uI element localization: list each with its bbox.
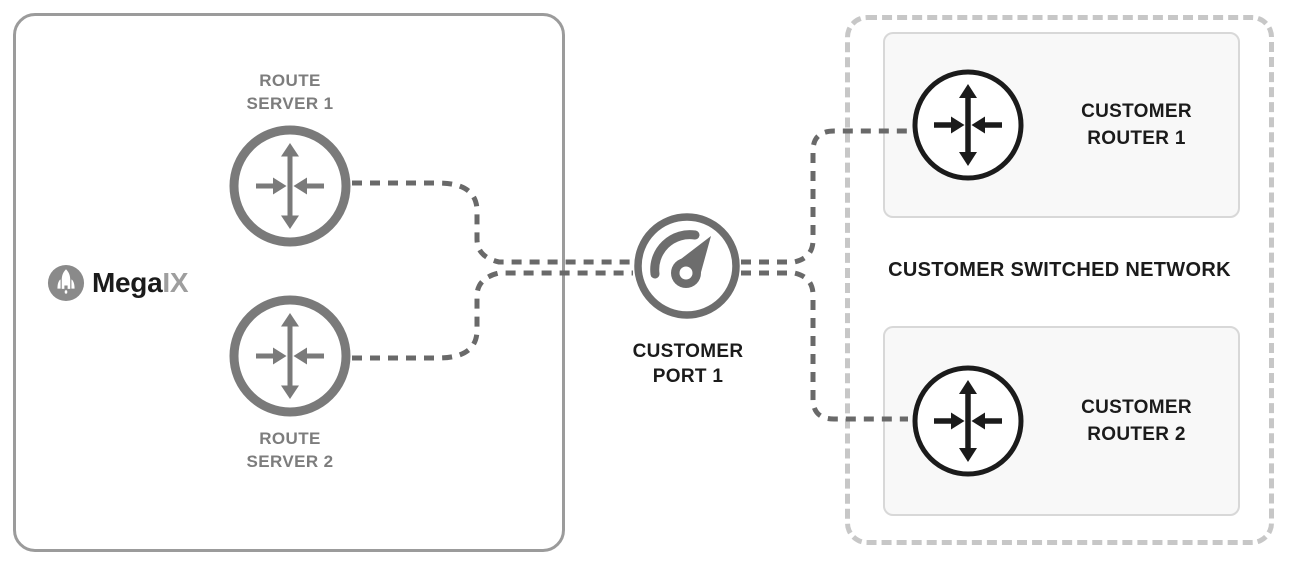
customer-router-1-card: CUSTOMER ROUTER 1: [883, 32, 1240, 218]
customer-router-1-icon: [912, 69, 1024, 181]
customer-router-1-label-line1: CUSTOMER: [1081, 101, 1192, 122]
customer-router-1-label: CUSTOMER ROUTER 1: [1055, 98, 1218, 152]
customer-router-2-label-line1: CUSTOMER: [1081, 397, 1192, 418]
customer-port-label-line2: PORT 1: [652, 366, 724, 387]
route-server-1-label-line1: ROUTE: [259, 71, 321, 90]
customer-port-label: CUSTOMER PORT 1: [588, 339, 788, 389]
megaix-wordmark: MegaIX: [92, 267, 189, 299]
route-server-2-label-line1: ROUTE: [259, 429, 321, 448]
customer-port-label-line1: CUSTOMER: [632, 341, 744, 362]
customer-router-1-label-line2: ROUTER 1: [1087, 128, 1186, 149]
customer-router-2-card: CUSTOMER ROUTER 2: [883, 326, 1240, 516]
route-server-2-icon: [229, 295, 351, 417]
customer-switched-network-title: CUSTOMER SWITCHED NETWORK: [888, 259, 1231, 281]
megaix-wordmark-mega: Mega: [92, 267, 163, 298]
route-server-1-icon: [229, 125, 351, 247]
route-server-1-label: ROUTE SERVER 1: [180, 69, 400, 115]
megaix-wordmark-ix: IX: [162, 267, 189, 298]
customer-router-2-label: CUSTOMER ROUTER 2: [1055, 394, 1218, 448]
route-server-2-label: ROUTE SERVER 2: [180, 427, 400, 473]
customer-port-icon: [634, 213, 740, 319]
megaix-logo: MegaIX: [47, 264, 189, 302]
customer-router-2-icon: [912, 365, 1024, 477]
customer-router-2-label-line2: ROUTER 2: [1087, 424, 1186, 445]
megaix-rocket-icon: [47, 264, 85, 302]
route-server-2-label-line2: SERVER 2: [246, 452, 334, 471]
route-server-1-label-line2: SERVER 1: [246, 94, 334, 113]
